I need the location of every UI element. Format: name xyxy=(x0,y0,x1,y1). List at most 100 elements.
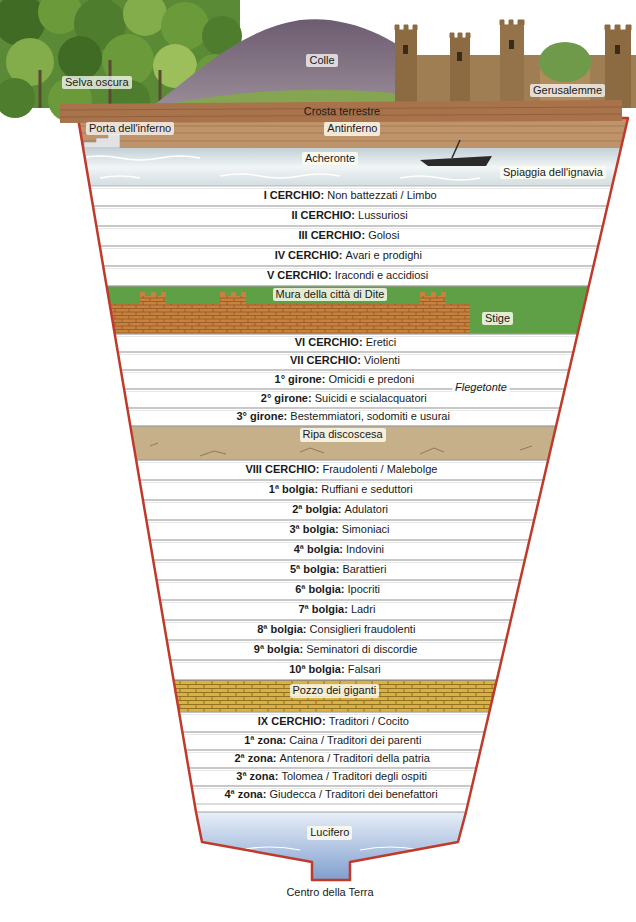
band-text-line: I CERCHIO:Non battezzati / Limbo xyxy=(264,189,437,202)
circle-name: 2° girone: xyxy=(261,392,312,405)
sinners-label: Eretici xyxy=(366,336,397,349)
sinners-label: Non battezzati / Limbo xyxy=(327,189,436,202)
band-text-line: 7ª bolgia:Ladri xyxy=(299,603,376,616)
band-label: Acheronte xyxy=(302,152,358,165)
sinners-label: Consiglieri fraudolenti xyxy=(310,623,416,636)
stratum-line xyxy=(160,600,515,601)
sinners-label: Seminatori di discordie xyxy=(306,643,417,656)
band-text-line: 1° girone:Omicidi e predoni xyxy=(275,373,415,386)
circle-name: 1ª zona: xyxy=(244,734,286,747)
band-text-line: 3° girone:Bestemmiatori, sodomiti e usur… xyxy=(236,410,450,423)
stratum-line xyxy=(150,542,529,543)
circle-name: 5ª bolgia: xyxy=(290,563,339,576)
stratum-line xyxy=(167,642,505,643)
stratum-line xyxy=(97,228,602,229)
stratum-line xyxy=(121,370,569,371)
band-text-line: IV CERCHIO:Avari e prodighi xyxy=(275,249,422,262)
stratum-line xyxy=(143,500,539,501)
terrain-bands xyxy=(60,118,636,882)
stratum-line xyxy=(150,540,530,541)
sinners-label: Avari e prodighi xyxy=(346,249,422,262)
band-text-line: III CERCHIO:Golosi xyxy=(298,229,399,242)
hell-circle-band: IV CERCHIO:Avari e prodighi xyxy=(106,246,590,266)
band-text-line: V CERCHIO:Iracondi e accidiosi xyxy=(267,269,428,282)
stratum-line xyxy=(137,462,548,463)
sinners-label: Simoniaci xyxy=(342,523,390,536)
stratum-line xyxy=(185,750,480,751)
stratum-line xyxy=(164,622,510,623)
hell-circle-band: 3° girone:Bestemmiatori, sodomiti e usur… xyxy=(133,408,553,426)
stratum-line xyxy=(143,502,538,503)
river-label: Flegetonte xyxy=(452,381,510,394)
stratum-line xyxy=(157,582,519,583)
stratum-line xyxy=(182,732,484,733)
stratum-line xyxy=(189,768,476,769)
band-text-line: VIII CERCHIO:Fraudolenti / Malebolge xyxy=(245,463,437,476)
stratum-line xyxy=(103,266,593,267)
band-label: Crosta terrestre xyxy=(304,105,380,118)
circle-name: 2ª bolgia: xyxy=(292,503,341,516)
band-text-line: Pozzo dei giganti xyxy=(290,684,380,697)
stratum-line xyxy=(167,640,506,641)
sinners-label: Adulatori xyxy=(345,503,388,516)
terrain-band: AcheronteSpiaggia dell'ignavia xyxy=(93,148,610,186)
stratum-line xyxy=(195,804,468,805)
stratum-line xyxy=(154,562,524,563)
sinners-label: Barattieri xyxy=(342,563,386,576)
hell-circle-band: 8ª bolgia:Consiglieri fraudolenti xyxy=(170,620,503,640)
circle-name: 3° girone: xyxy=(236,410,287,423)
circle-name: I CERCHIO: xyxy=(264,189,325,202)
sinners-label: Ladri xyxy=(351,603,375,616)
band-text-line: 3ª bolgia:Simoniaci xyxy=(289,523,389,536)
stratum-line xyxy=(171,662,501,663)
hell-circle-band: 5ª bolgia:Barattieri xyxy=(160,560,517,580)
band-text-line: 2ª zona:Antenora / Traditori della patri… xyxy=(234,752,429,765)
circle-name: 9ª bolgia: xyxy=(254,643,303,656)
earth-crust xyxy=(60,100,622,123)
stratum-line xyxy=(174,680,497,681)
stratum-line xyxy=(103,266,593,267)
stratum-line xyxy=(90,188,612,189)
band-text-line: VI CERCHIO:Eretici xyxy=(295,336,396,349)
band-text-line: 1ª bolgia:Ruffiani e seduttori xyxy=(269,483,413,496)
circle-name: VI CERCHIO: xyxy=(295,336,363,349)
band-text-line: 2ª bolgia: Adulatori xyxy=(292,503,388,516)
band-text-line: Ripa discoscesa xyxy=(300,428,386,441)
stratum-line xyxy=(104,268,593,269)
band-text-line: VII CERCHIO:Violenti xyxy=(290,354,400,367)
hell-circle-band: 3ª zona:Tolomea / Traditori degli ospiti xyxy=(195,768,469,786)
sinners-label: Lussuriosi xyxy=(358,209,408,222)
hell-circle-band: VI CERCHIO:Eretici xyxy=(121,334,570,352)
sinners-label: Violenti xyxy=(364,354,400,367)
sinners-label: Golosi xyxy=(368,229,399,242)
stratum-line xyxy=(93,206,607,207)
stratum-line xyxy=(163,620,510,621)
band-label: Ripa discoscesa xyxy=(300,428,386,441)
hell-circle-band: 4ª zona:Giudecca / Traditori dei benefat… xyxy=(198,786,465,804)
sinners-label: Suicidi e scialacquatori xyxy=(315,392,427,405)
band-text-line: IX CERCHIO:Traditori / Cocito xyxy=(258,715,409,728)
stratum-line xyxy=(150,540,530,541)
stratum-line xyxy=(100,246,598,247)
gate-label: Porta dell'inferno xyxy=(86,122,174,135)
stratum-line xyxy=(157,580,520,581)
stratum-line xyxy=(146,520,534,521)
circle-name: VII CERCHIO: xyxy=(290,354,361,367)
circle-name: 1ª bolgia: xyxy=(269,483,318,496)
sinners-label: Ipocriti xyxy=(348,583,380,596)
sinners-label: Ruffiani e seduttori xyxy=(321,483,413,496)
sinners-label: Bestemmiatori, sodomiti e usurai xyxy=(290,410,450,423)
band-text-line: 3ª zona:Tolomea / Traditori degli ospiti xyxy=(236,770,427,783)
band-label: Antinferno xyxy=(324,122,380,135)
place-label: Gerusalemme xyxy=(530,84,605,97)
strata-lines xyxy=(90,186,613,804)
stratum-line xyxy=(192,786,472,787)
hell-circle-band: 10ª bolgia:Falsari xyxy=(177,660,494,680)
circle-name: 1° girone: xyxy=(275,373,326,386)
terrain-band: Mura della città di DiteStige xyxy=(118,286,575,334)
hell-circle-band: IX CERCHIO:Traditori / Cocito xyxy=(185,712,481,732)
stratum-line xyxy=(121,370,569,371)
band-label: Stige xyxy=(482,312,513,325)
stratum-line xyxy=(115,334,578,335)
band-text-line: Antinferno xyxy=(324,122,380,135)
